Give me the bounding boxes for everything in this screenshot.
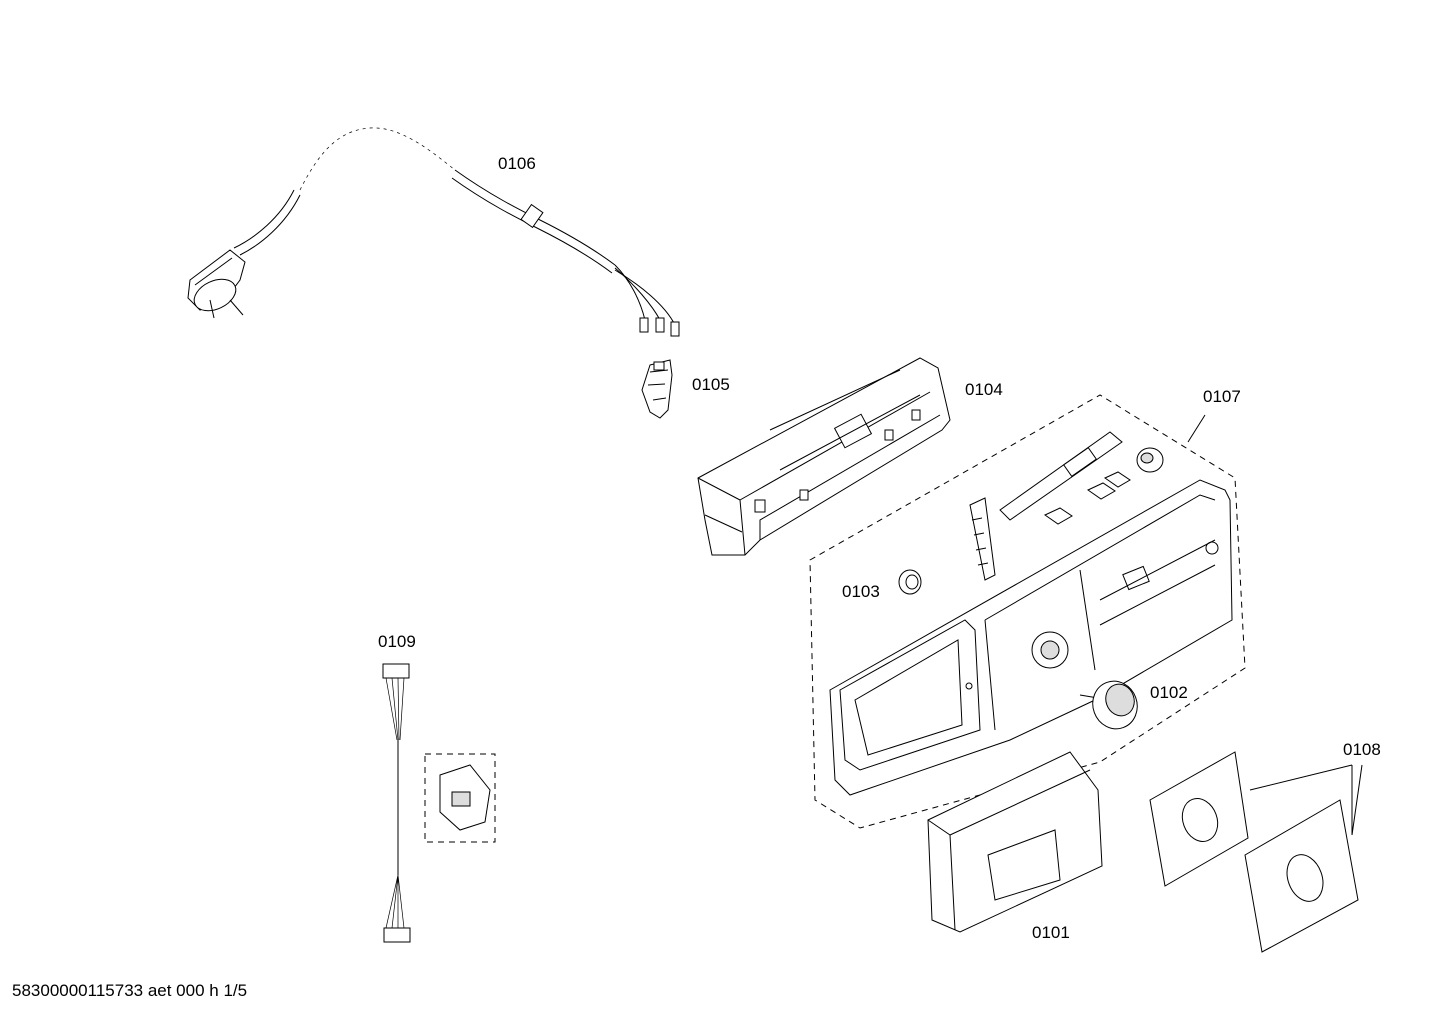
- module-housing-part-0104: [697, 357, 951, 556]
- knob-ring-part-0103: [898, 569, 922, 595]
- label-0106: 0106: [498, 154, 536, 173]
- fascia-assembly-outline-0107: [809, 394, 1246, 829]
- wiring-harness-part-0109: [382, 663, 496, 943]
- connector-part-0105: [641, 359, 673, 419]
- label-0102: 0102: [1150, 683, 1188, 702]
- power-cord-part-0106: [187, 127, 680, 337]
- drawer-handle-part-0101: [927, 751, 1103, 933]
- cover-plates-part-0108: [1149, 751, 1363, 953]
- label-0108: 0108: [1343, 740, 1381, 759]
- label-0109: 0109: [378, 632, 416, 651]
- main-knob-part-0102: [1079, 680, 1138, 730]
- label-0104: 0104: [965, 380, 1003, 399]
- label-0101: 0101: [1032, 923, 1070, 942]
- label-0103: 0103: [842, 582, 880, 601]
- drawing-reference-footer: 58300000115733 aet 000 h 1/5: [12, 981, 248, 1000]
- label-0105: 0105: [692, 375, 730, 394]
- label-0107: 0107: [1203, 387, 1241, 406]
